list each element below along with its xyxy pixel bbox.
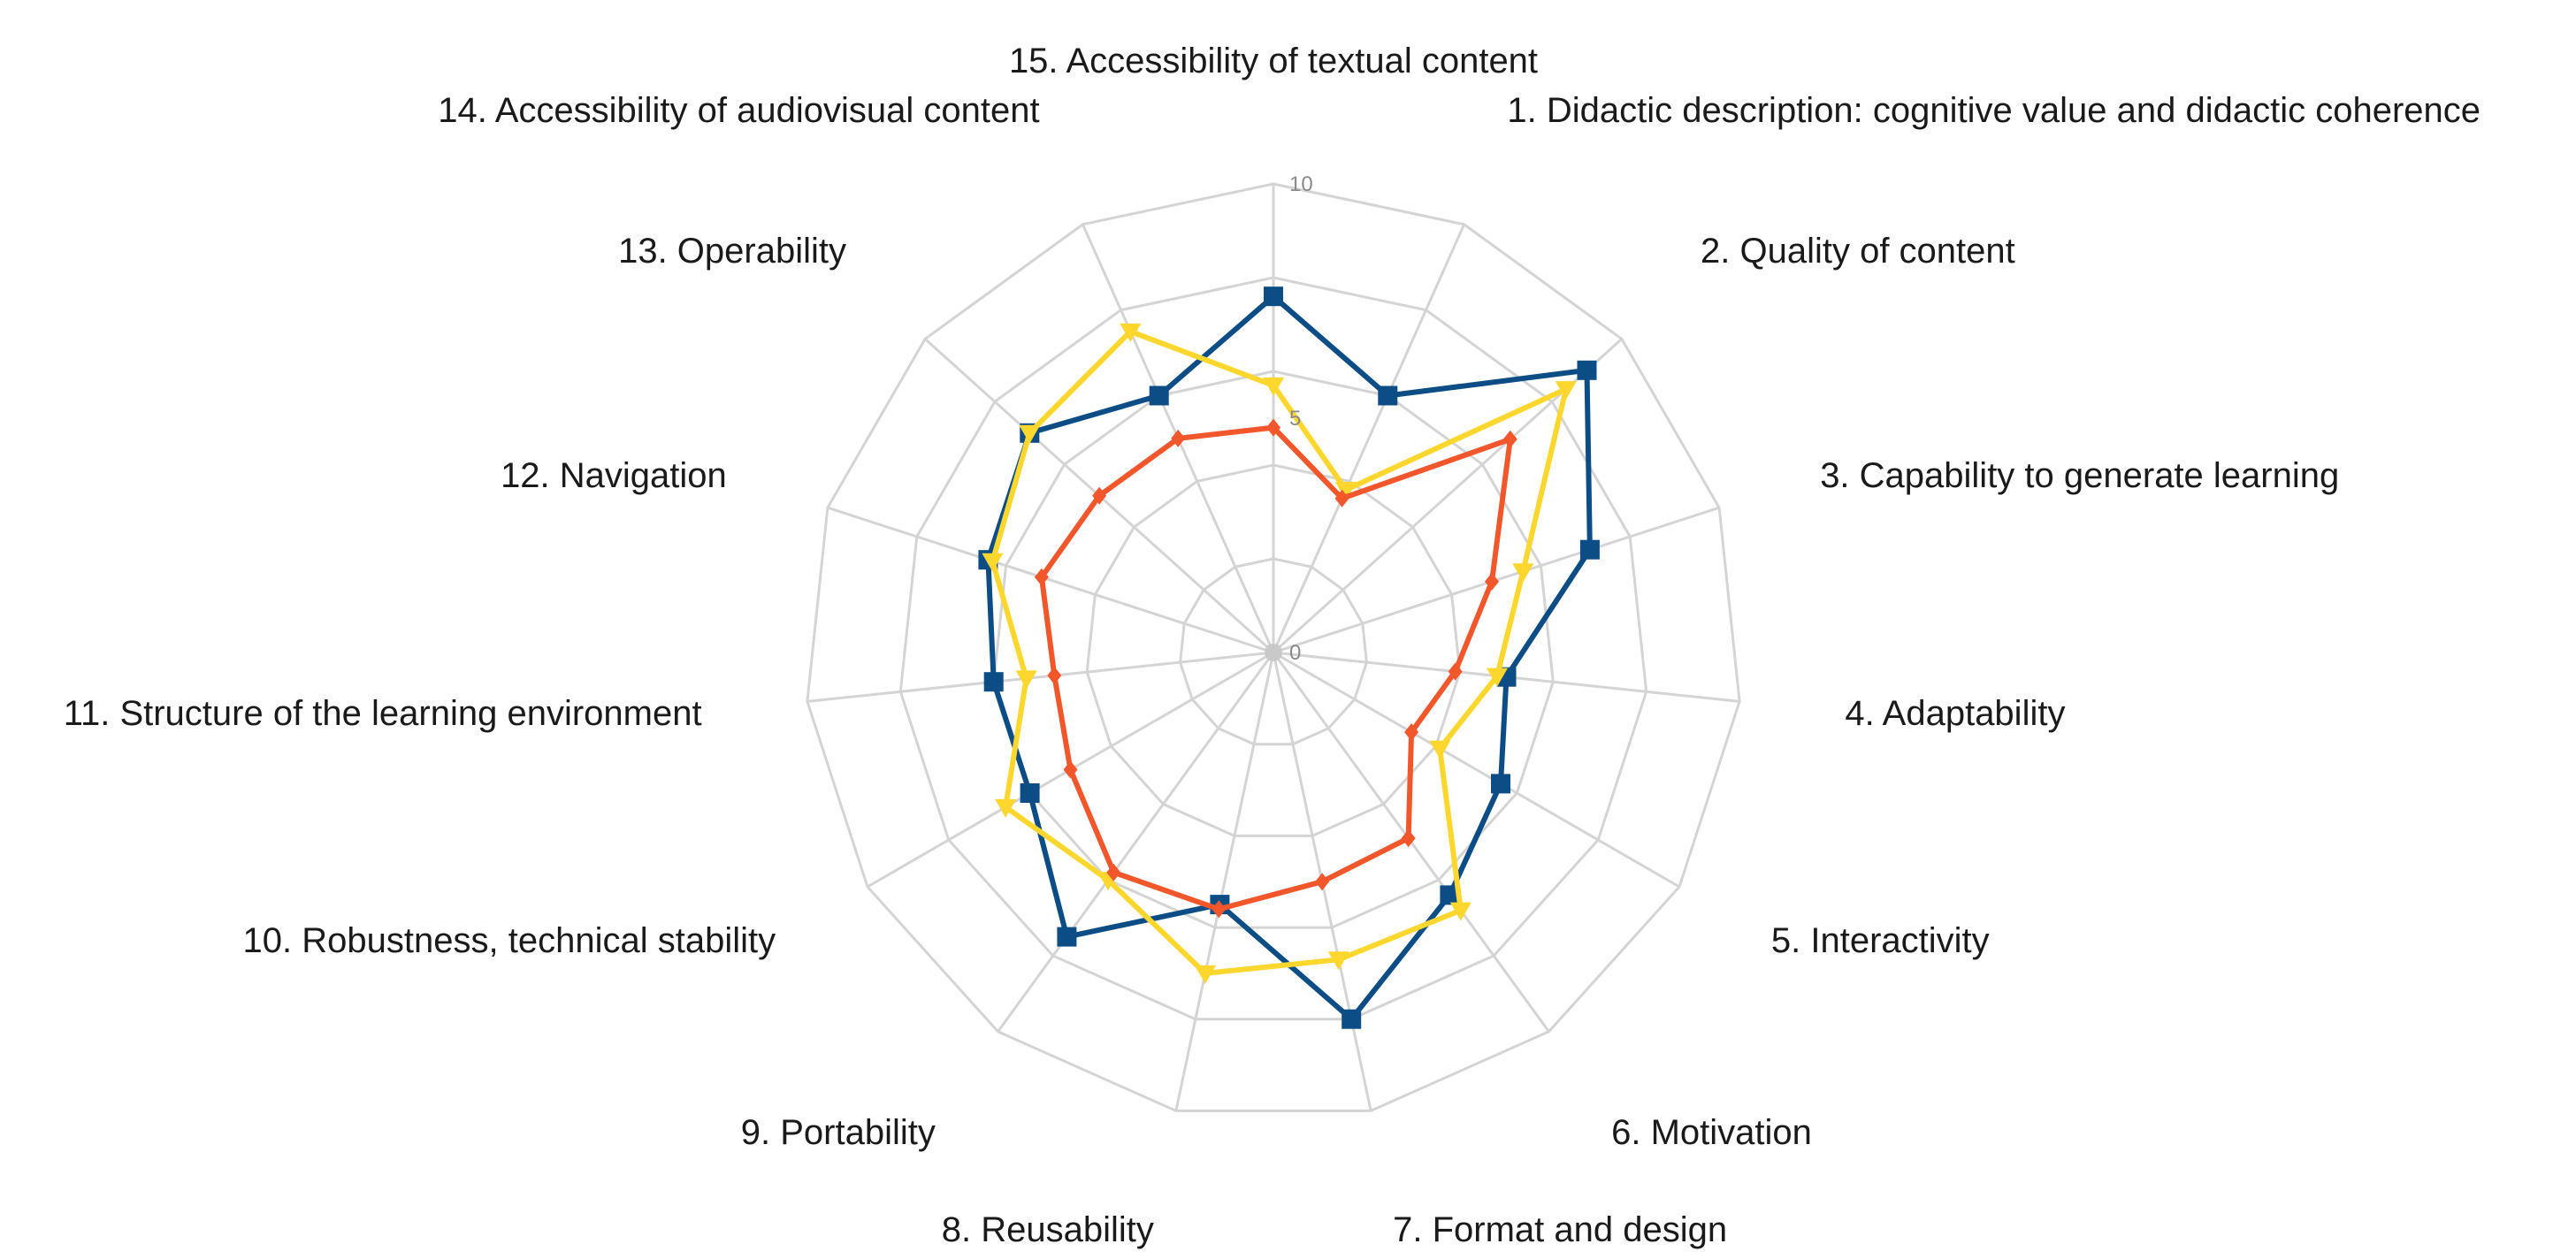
- axis-label: 3. Capability to generate learning: [1820, 456, 2339, 495]
- grid-spoke: [1174, 652, 1275, 1111]
- series-2: [982, 323, 1577, 984]
- grid-spoke: [1272, 224, 1465, 653]
- tick-label: 0: [1289, 641, 1301, 665]
- axis-label: 8. Reusability: [942, 1210, 1154, 1249]
- series-marker: [1120, 323, 1142, 342]
- series-marker: [1263, 377, 1284, 396]
- series-marker: [1194, 965, 1216, 984]
- series-marker: [1579, 539, 1600, 560]
- series-marker: [1047, 667, 1062, 684]
- series-marker: [1378, 385, 1398, 406]
- grid-ring: [1085, 463, 1462, 837]
- series-3: [1034, 418, 1517, 919]
- series-marker: [1502, 430, 1517, 448]
- radar-series: [978, 286, 1600, 1029]
- series-marker: [1342, 1009, 1362, 1029]
- series-marker: [995, 798, 1017, 818]
- series-marker: [1266, 418, 1280, 437]
- axis-label: 9. Portability: [741, 1113, 936, 1152]
- radar-tick-labels: 0 5 10: [1289, 172, 1313, 665]
- series-marker: [1212, 900, 1227, 919]
- axis-label: 15. Accessibility of textual content: [1009, 42, 1538, 80]
- axis-label: 5. Interactivity: [1771, 921, 1990, 960]
- series-marker: [982, 553, 1004, 572]
- series-marker: [1106, 863, 1121, 881]
- series-marker: [1555, 381, 1577, 401]
- axis-label: 13. Operability: [618, 232, 846, 271]
- series-marker: [1264, 286, 1283, 307]
- axis-label: 2. Quality of content: [1701, 232, 2015, 271]
- tick-label: 10: [1289, 172, 1313, 196]
- grid-ring: [898, 276, 1648, 1021]
- series-marker: [1485, 572, 1499, 591]
- series-marker: [1487, 668, 1508, 687]
- series-marker: [1327, 951, 1349, 971]
- series-marker: [1401, 829, 1416, 848]
- series-marker: [1063, 760, 1078, 779]
- radar-axis-labels: 1. Didactic description: cognitive value…: [64, 42, 2480, 1249]
- grid-spoke: [997, 652, 1275, 1033]
- series-marker: [1092, 486, 1107, 505]
- series-line: [1038, 424, 1513, 912]
- series-line: [985, 294, 1593, 1022]
- series-marker: [1019, 424, 1041, 444]
- grid-spoke: [1273, 651, 1680, 889]
- series-marker: [1448, 662, 1463, 681]
- axis-label: 12. Navigation: [501, 456, 727, 495]
- center-point: [1265, 644, 1282, 661]
- axis-label: 1. Didactic description: cognitive value…: [1507, 91, 2480, 130]
- axis-label: 11. Structure of the learning environmen…: [64, 694, 702, 733]
- series-marker: [1015, 670, 1037, 690]
- grid-ring: [992, 370, 1555, 929]
- series-marker: [1149, 385, 1169, 406]
- axis-label: 6. Motivation: [1611, 1113, 1812, 1152]
- series-marker: [1440, 885, 1460, 905]
- series-marker: [1034, 568, 1049, 586]
- series-line: [990, 328, 1569, 976]
- axis-label: 10. Robustness, technical stability: [243, 921, 776, 960]
- tick-label: 5: [1289, 407, 1301, 431]
- series-marker: [1334, 482, 1357, 500]
- radar-grid: [806, 182, 1741, 1112]
- series-marker: [1577, 360, 1597, 380]
- series-marker: [1404, 723, 1419, 742]
- axis-label: 7. Format and design: [1393, 1210, 1727, 1249]
- series-marker: [1512, 563, 1534, 583]
- series-marker: [1429, 740, 1451, 759]
- grid-spoke: [827, 506, 1274, 654]
- series-marker: [983, 672, 1004, 692]
- series-marker: [1449, 902, 1471, 921]
- series-marker: [1334, 489, 1349, 507]
- grid-ring: [806, 182, 1741, 1112]
- axis-label: 4. Adaptability: [1845, 694, 2065, 733]
- series-marker: [1057, 927, 1077, 947]
- series-marker: [1020, 783, 1040, 803]
- series-marker: [1171, 429, 1186, 447]
- axis-label: 14. Accessibility of audiovisual content: [438, 91, 1039, 130]
- grid-spoke: [806, 651, 1274, 703]
- series-marker: [1491, 774, 1510, 794]
- series-marker: [1315, 873, 1330, 891]
- grid-ring: [1179, 557, 1368, 746]
